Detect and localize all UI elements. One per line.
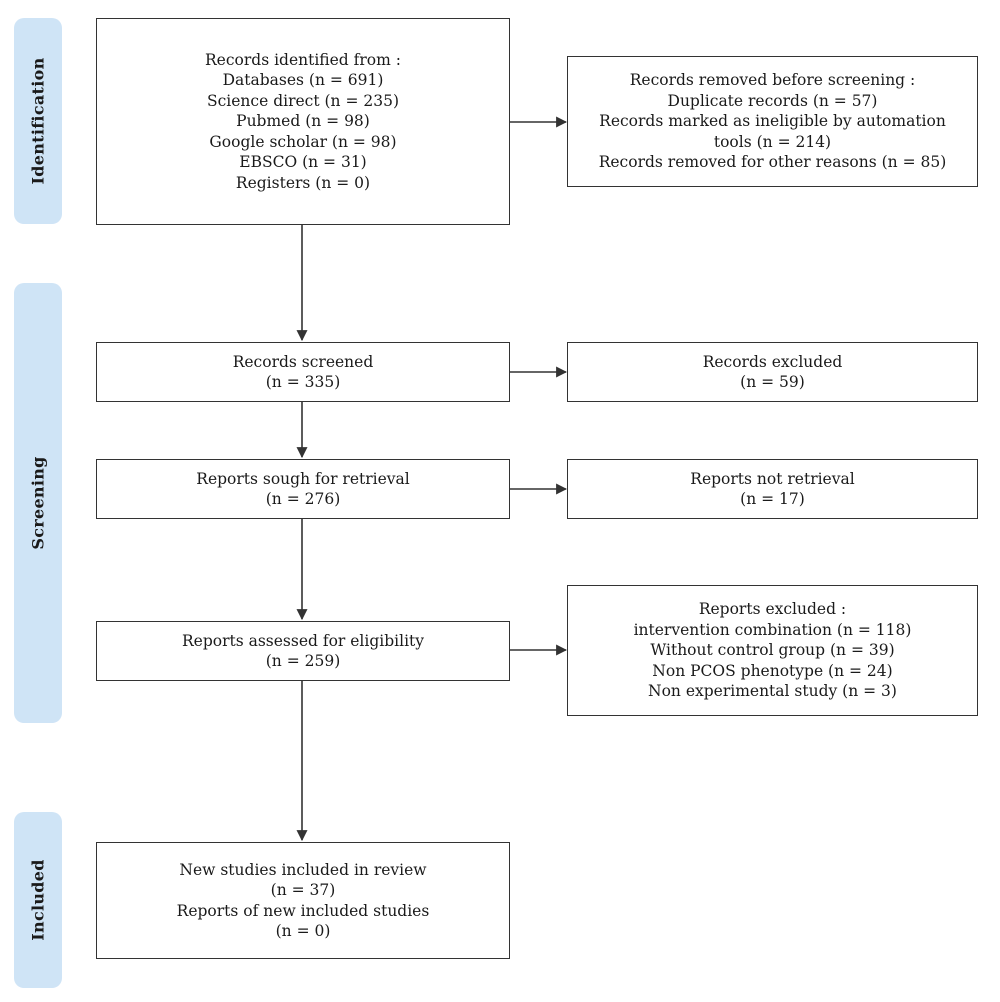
box-text-line: Records removed for other reasons (n = 8…	[598, 153, 947, 172]
box-text-line: Reports excluded :	[698, 600, 847, 619]
phase-band-identification: Identification	[14, 18, 62, 224]
box-text-line: Registers (n = 0)	[235, 173, 371, 192]
box-text-line: Non PCOS phenotype (n = 24)	[652, 661, 893, 680]
box-text-line: Records identified from :	[205, 50, 401, 69]
box-reports-excluded: Reports excluded :intervention combinati…	[567, 585, 978, 716]
box-text-line: EBSCO (n = 31)	[239, 153, 367, 172]
box-text-line: Databases (n = 691)	[222, 71, 384, 90]
phase-band-included: Included	[14, 812, 62, 988]
box-text-line: Science direct (n = 235)	[207, 91, 399, 110]
box-text-line: intervention combination (n = 118)	[633, 620, 912, 639]
box-text-line: Without control group (n = 39)	[650, 641, 895, 660]
box-text-line: (n = 0)	[275, 922, 331, 940]
box-text-line: (n = 59)	[740, 373, 805, 391]
box-text-line: Records screened	[232, 352, 374, 371]
box-text-line: Pubmed (n = 98)	[236, 112, 370, 131]
box-text-line: Records removed before screening :	[629, 71, 916, 90]
phase-band-screening: Screening	[14, 283, 62, 723]
box-records-identified: Records identified from : Databases (n = …	[96, 18, 510, 225]
box-text-line: Records marked as ineligible by automati…	[599, 112, 946, 131]
box-text-line: Reports assessed for eligibility	[181, 631, 425, 650]
box-text-line: (n = 335)	[265, 373, 341, 391]
box-reports-assessed: Reports assessed for eligibility (n = 259…	[96, 621, 510, 681]
box-text-line: (n = 17)	[740, 490, 805, 508]
box-text-line: Records excluded	[702, 352, 843, 371]
box-text-line: New studies included in review	[179, 860, 427, 879]
box-text-line: Non experimental study (n = 3)	[648, 682, 897, 701]
box-text-line: Google scholar (n = 98)	[209, 132, 397, 151]
box-text-line: (n = 259)	[265, 652, 341, 670]
box-text-line: Duplicate records (n = 57)	[667, 91, 878, 110]
box-text-line: (n = 276)	[265, 490, 341, 508]
box-records-removed-before-screening: Records removed before screening :Duplic…	[567, 56, 978, 187]
box-studies-included: New studies included in review (n = 37) Re…	[96, 842, 510, 959]
box-text-line: Reports of new included studies	[176, 901, 430, 920]
box-text-line: tools (n = 214)	[713, 132, 832, 151]
box-records-screened: Records screened (n = 335)	[96, 342, 510, 402]
box-reports-not-retrieved: Reports not retrieval (n = 17)	[567, 459, 978, 519]
box-text-line: Reports not retrieval	[690, 469, 855, 488]
box-text-line: Reports sough for retrieval	[196, 469, 410, 488]
box-reports-sought: Reports sough for retrieval (n = 276)	[96, 459, 510, 519]
box-records-excluded: Records excluded (n = 59)	[567, 342, 978, 402]
box-text-line: (n = 37)	[270, 881, 336, 899]
